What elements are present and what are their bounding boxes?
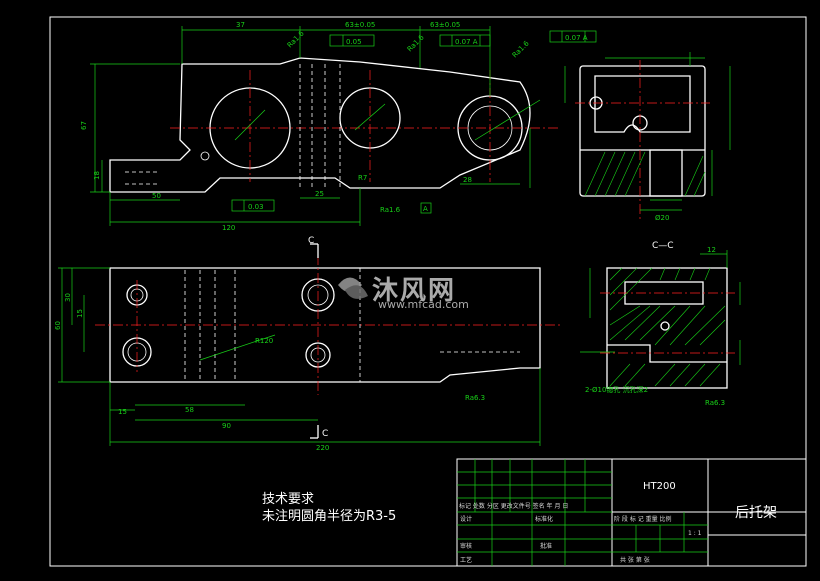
section-hatch <box>609 267 726 387</box>
front-view <box>109 57 560 193</box>
dim-90: 90 <box>222 422 231 430</box>
side-view <box>575 60 710 220</box>
watermark-brand: 沐风网 <box>372 276 457 306</box>
dim-15b: 15 <box>76 309 84 318</box>
ra-4: Ra1.6 <box>380 206 401 214</box>
ra-2: Ra1.6 <box>406 33 426 53</box>
dim-50: 50 <box>152 192 161 200</box>
tol-5: 0.03 <box>248 203 264 211</box>
dim-r7: R7 <box>358 174 367 182</box>
top-dims <box>58 267 541 446</box>
drawing-border <box>49 16 807 567</box>
title-block-text: 标记 处数 分区 更改文件号 签名 年 月 日 设计 标准化 审核 工艺 批准 … <box>459 481 777 564</box>
tol-3: 0.07 A <box>565 34 588 42</box>
dim-15a: 15 <box>118 408 127 416</box>
dim-25: 25 <box>315 190 324 198</box>
dim-63b: 63±0.05 <box>430 21 460 29</box>
section-view <box>580 267 735 389</box>
dim-12: 12 <box>707 246 716 254</box>
dim-220: 220 <box>316 444 329 452</box>
ra-6: Ra6.3 <box>705 399 725 407</box>
tech-requirements-line: 未注明圆角半径为R3-5 <box>262 509 397 524</box>
datum-a: A <box>423 205 428 213</box>
tol-2: 0.07 A <box>455 38 478 46</box>
tech-requirements: 技术要求 未注明圆角半径为R3-5 <box>262 491 396 525</box>
ra-3: Ra1.6 <box>511 39 531 59</box>
watermark-site: www.mfcad.com <box>378 298 469 311</box>
dim-58: 58 <box>185 406 194 414</box>
tol-1: 0.05 <box>346 38 362 46</box>
ra-1: Ra1.6 <box>286 29 306 49</box>
front-tolerance-frames <box>231 30 597 214</box>
dim-120: 120 <box>222 224 235 232</box>
tb-scale: 1 : 1 <box>688 530 702 537</box>
tb-review: 审核 <box>460 542 472 550</box>
tb-process: 工艺 <box>460 556 472 564</box>
watermark-logo <box>338 277 368 299</box>
cut-mark-bottom: C <box>322 429 328 439</box>
ra-5: Ra6.3 <box>465 394 485 402</box>
dim-r120: R120 <box>255 337 273 345</box>
tb-sheets: 共 张 第 张 <box>620 556 650 564</box>
top-view <box>95 255 560 395</box>
dim-30: 30 <box>64 293 72 302</box>
cut-plane <box>310 243 319 439</box>
tb-material: HT200 <box>643 481 676 492</box>
holes-note: 2-Ø10锪孔 沉孔深2 <box>585 385 648 394</box>
dimension-labels: 37 63±0.05 63±0.05 67 18 50 120 25 28 R7… <box>54 21 725 452</box>
dim-18: 18 <box>93 171 101 180</box>
dim-d20: Ø20 <box>655 214 669 222</box>
tb-revision-header: 标记 处数 分区 更改文件号 签名 年 月 日 <box>459 502 568 510</box>
title-block <box>456 458 807 567</box>
tb-approve: 批准 <box>540 542 552 550</box>
tb-standardize: 标准化 <box>535 515 553 523</box>
dim-67: 67 <box>80 121 88 130</box>
dim-28: 28 <box>463 176 472 184</box>
dim-60: 60 <box>54 321 62 330</box>
cut-mark-top: C <box>308 236 314 246</box>
tb-stage-header: 阶 段 标 记 重量 比例 <box>614 515 672 523</box>
section-title: C—C <box>652 241 674 251</box>
side-dims <box>564 52 731 196</box>
tb-part-name: 后托架 <box>735 505 777 521</box>
tech-requirements-title: 技术要求 <box>262 492 315 507</box>
tb-design: 设计 <box>460 515 472 523</box>
dim-37: 37 <box>236 21 245 29</box>
front-dims <box>90 26 531 226</box>
dim-63a: 63±0.05 <box>345 21 375 29</box>
section-dims <box>589 250 741 365</box>
side-hatch <box>584 151 706 197</box>
